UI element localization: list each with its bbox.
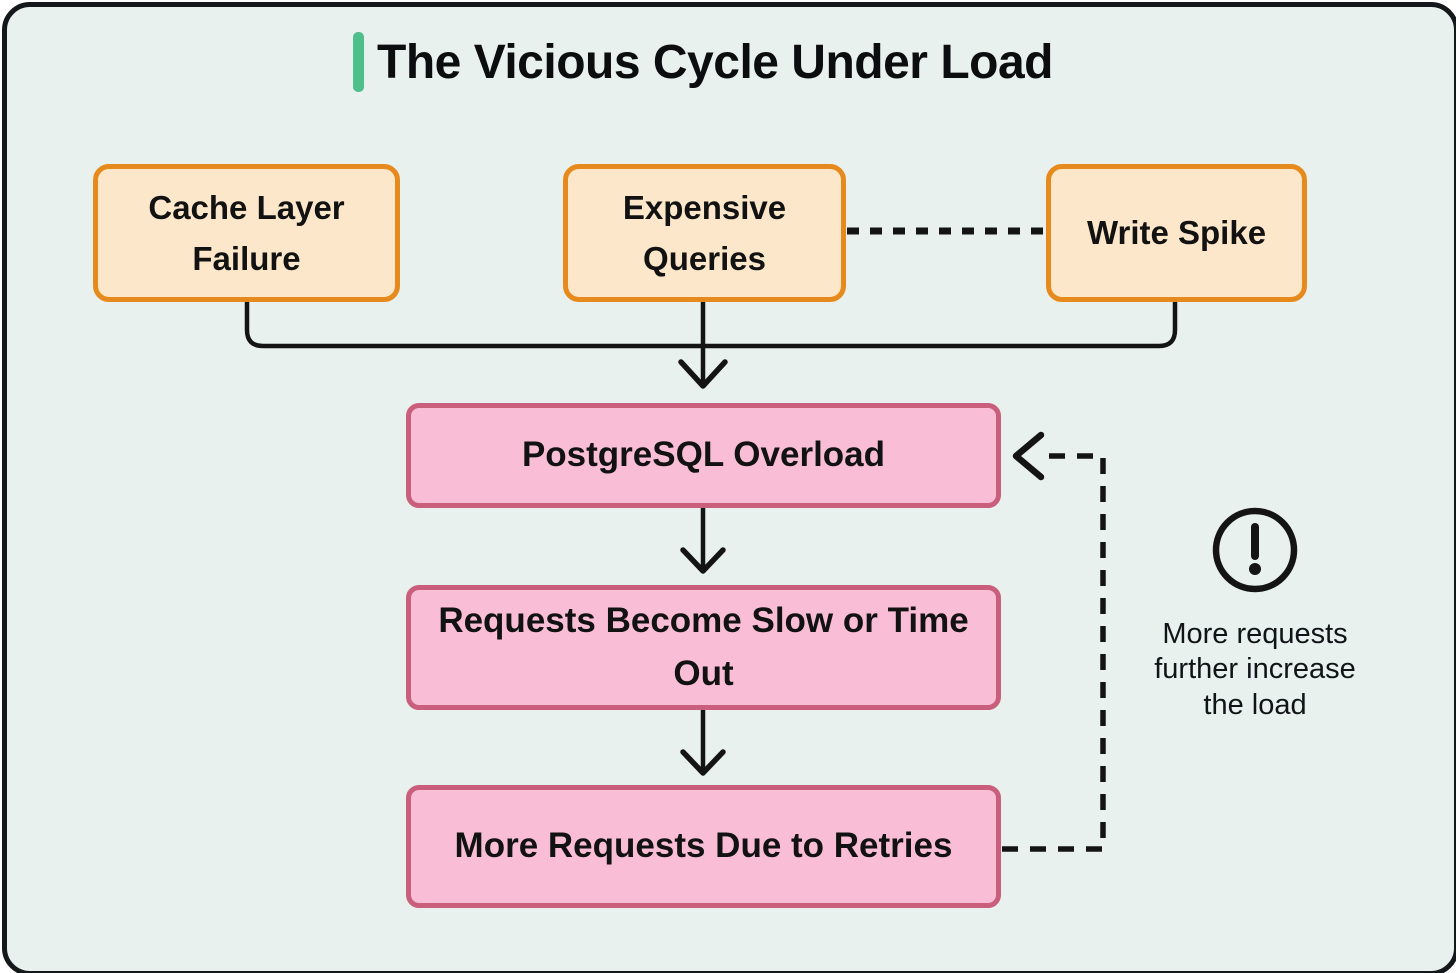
title-accent-bar [353,32,365,92]
diagram-header: The Vicious Cycle Under Load [353,32,1053,92]
feedback-annotation: More requests further increase the load [1154,618,1356,721]
node-cache-layer-failure: Cache Layer Failure [93,164,400,302]
node-write-spike: Write Spike [1046,164,1307,302]
alert-circle-icon [1212,507,1298,593]
page-title: The Vicious Cycle Under Load [377,35,1053,89]
node-more-requests-retries: More Requests Due to Retries [406,785,1001,908]
node-requests-slow-or-timeout: Requests Become Slow or Time Out [406,585,1001,710]
node-postgresql-overload: PostgreSQL Overload [406,403,1001,508]
node-expensive-queries: Expensive Queries [563,164,846,302]
